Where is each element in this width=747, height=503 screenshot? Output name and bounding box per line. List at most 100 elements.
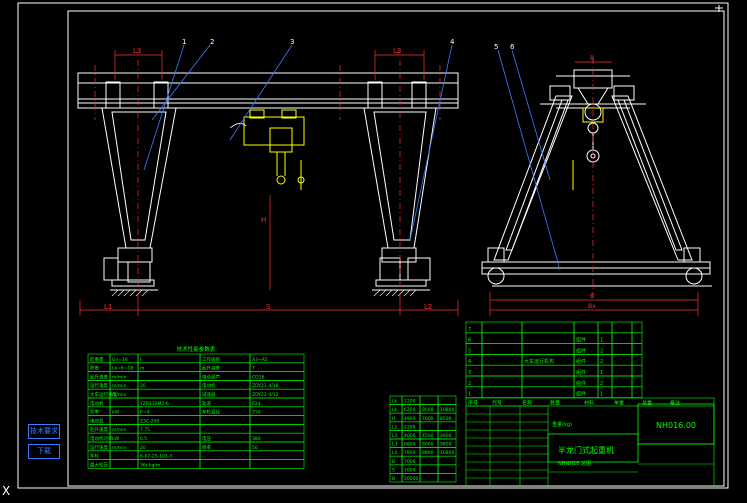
dim-table-cell-text: 8800 — [422, 450, 434, 456]
dim-table-cell-text: 4000 — [404, 433, 416, 439]
dim-table-cell-text: 8500 — [440, 416, 452, 422]
parts-table-cell-text: 组件 — [576, 369, 586, 376]
spec-table-cell-text: 频率 — [202, 444, 211, 451]
spec-table-cell-text: 起升速度 — [90, 373, 108, 380]
spec-table-cell-text: m/min — [112, 392, 127, 398]
parts-table-cell — [631, 321, 643, 334]
dim-table-cell-text: 7600 — [422, 416, 434, 422]
dim-s: S — [266, 303, 271, 311]
spec-table-cell-text: 50 — [252, 445, 258, 451]
spec-table-cell-text: 运行速度 — [90, 382, 108, 389]
spec-table-cell — [109, 459, 139, 469]
spec-table-cell — [199, 415, 251, 425]
spec-table-cell-text: 车轮 — [90, 453, 99, 460]
spec-table-cell-text: 36t kg/m — [140, 462, 160, 468]
side-tab-requirements[interactable]: 技术要求 — [28, 424, 60, 439]
spec-table-cell-text: P24 — [252, 401, 261, 407]
dim-table-cell-text: S — [392, 467, 395, 473]
spec-table-cell-text: m/min — [112, 383, 127, 389]
spec-table-cell-text: 车轮直径 — [202, 409, 220, 416]
side-tab-download[interactable]: 下载 — [28, 444, 60, 459]
spec-table-cell-text: P=4 — [140, 410, 149, 416]
spec-table-cell — [137, 362, 201, 372]
parts-table-cell — [611, 332, 633, 344]
spec-table-cell-text: 250 — [252, 410, 261, 416]
spec-table-cell-text: 电动葫芦 — [202, 373, 220, 380]
frame-corner-marks — [715, 5, 723, 12]
spec-table-cell-text: 7 — [252, 366, 255, 372]
spec-table-cell-text: m — [140, 367, 144, 372]
spec-table-cell-text: ZDY21-4/18 — [252, 383, 279, 389]
dim-table-cell-text: L1 — [392, 424, 398, 430]
spec-table-cell — [137, 371, 201, 381]
parts-table-cell-text: 3 — [468, 370, 471, 376]
dim-table-cell-text: H — [392, 416, 395, 422]
parts-table-cell — [631, 354, 643, 366]
parts-table-cell — [611, 321, 633, 334]
parts-header-cell: 名称 — [522, 400, 532, 407]
spec-table-cell — [249, 459, 305, 469]
parts-table-cell — [481, 332, 523, 344]
parts-table-cell — [521, 332, 575, 344]
spec-table-cell-text: 电动机 — [90, 400, 104, 407]
parts-table-cell — [611, 364, 633, 377]
parts-table-cell-text: 1 — [468, 392, 471, 398]
parts-table-cell-text: 6 — [468, 338, 471, 344]
spec-table-cell-text: Z3C-200 — [140, 418, 159, 424]
spec-table-cell — [109, 415, 139, 425]
parts-table-cell-text: 2 — [600, 348, 603, 354]
spec-table-cell-text: 运行速度 — [90, 444, 108, 451]
spec-table-cell — [109, 450, 139, 460]
parts-table-cell-text: 7 — [468, 327, 471, 333]
parts-table-cell-text: 组件 — [576, 380, 586, 387]
spec-table-cell-text: A3~A5 — [252, 357, 268, 363]
spec-table-cell-text: Lk=6~18 — [112, 366, 133, 372]
callout-1: 1 — [182, 38, 186, 46]
spec-table-cell — [109, 397, 139, 408]
spec-table-cell-text: kW — [112, 436, 120, 442]
dim-table-cell-text: 1200 — [404, 424, 416, 430]
side-dim-bx: Bx — [588, 303, 596, 310]
dim-l2: L2 — [424, 303, 432, 311]
parts-table-cell-text: 5 — [468, 348, 471, 354]
parts-table-cell — [481, 364, 523, 377]
parts-table-cell-text: 1 — [600, 338, 603, 344]
drawing-frame — [17, 2, 729, 489]
spec-table-cell — [249, 441, 305, 452]
spec-table-cell-text: 7.75 — [140, 427, 150, 433]
spec-table-cell-text: 电动机 — [202, 382, 216, 389]
spec-table-cell-text: 380 — [252, 436, 261, 442]
dim-table-cell-text: 7800 — [404, 450, 416, 456]
title-block: NH016.00 半龙门式起重机 NHNH16 总图 重量(kg) — [547, 403, 715, 467]
side-view-gantry: B B Bx 5 6 — [481, 43, 712, 316]
dim-table-cell — [419, 473, 439, 483]
parts-header-cell: 代号 — [492, 400, 502, 407]
dim-table-cell-text: 7000 — [404, 459, 416, 465]
parts-header-cell: 序号 — [468, 400, 478, 407]
spec-table-cell-text: 6-07-25-105-3 — [140, 454, 172, 460]
parts-table-cell — [611, 375, 633, 388]
parts-header-cell: 总重 — [642, 400, 652, 407]
parts-table-cell — [481, 375, 523, 388]
parts-table-cell — [611, 343, 633, 355]
hoist-trolley — [243, 109, 305, 190]
dim-table-cell-text: 10800 — [440, 407, 454, 413]
spec-table-cell-text: m/min — [112, 374, 127, 380]
parts-table-cell — [521, 375, 575, 388]
dim-l1: L1 — [104, 303, 112, 311]
spec-table-cell-text: 功率 — [90, 409, 99, 416]
spec-table-cell-text: 电动机功率 — [90, 435, 113, 442]
parts-table-cell — [611, 386, 633, 398]
spec-table-cell — [137, 380, 201, 390]
spec-table-cell-text: 20 — [140, 445, 146, 451]
dim-table-cell-text: 6800 — [404, 442, 416, 448]
parts-table-cell-text: 1 — [600, 370, 603, 376]
dim-table-cell — [419, 455, 439, 466]
drawing-number: NH016.00 — [656, 421, 696, 430]
dim-table-cell-text: 20000 — [404, 476, 418, 482]
parts-table-cell — [631, 343, 643, 355]
spec-table-cell — [249, 424, 305, 434]
